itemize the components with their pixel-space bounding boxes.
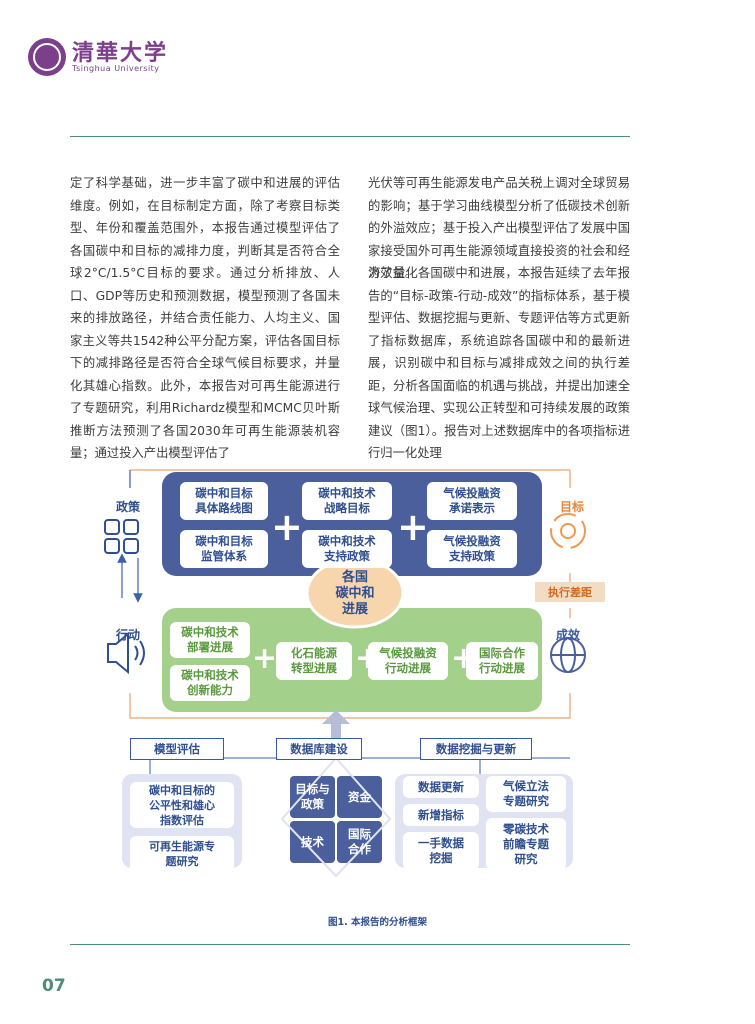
action-speaker-icon: [107, 631, 145, 675]
pill-model: 模型评估: [130, 738, 224, 760]
plus-icon: +: [252, 641, 278, 676]
action-card: 国际合作 行动进展: [466, 642, 538, 680]
policy-card: 碳中和目标 具体路线图: [180, 482, 268, 520]
target-recycle-icon: [550, 513, 586, 549]
policy-card: 气候投融资 支持政策: [427, 530, 517, 568]
db-card: 国际 合作: [348, 827, 371, 856]
effect-globe-icon: [550, 637, 586, 673]
label-action: 行动: [116, 628, 141, 642]
page-number: 07: [42, 976, 66, 996]
label-effect: 成效: [556, 628, 581, 642]
action-block: [162, 608, 542, 712]
text-column-left: 定了科学基础，进一步丰富了碳中和进展的评估维度。例如，在目标制定方面，除了考察目…: [70, 176, 340, 460]
policy-card: 碳中和目标 监管体系: [180, 530, 268, 568]
figure-caption: 图1. 本报告的分析框架: [327, 917, 428, 928]
policy-card: 气候投融资 承诺表示: [427, 482, 517, 520]
mining-card: 零碳技术 前瞻专题 研究: [486, 818, 566, 870]
text-column-right-p1: 光伏等可再生能源发电产品关税上调对全球贸易的影响；基于学习曲线模型分析了低碳技术…: [368, 176, 630, 280]
mining-card: 新增指标: [403, 804, 479, 826]
model-card: 碳中和目标的 公平性和雄心 指数评估: [130, 782, 234, 828]
text-column-right-p2: 为了量化各国碳中和进展，本报告延续了去年报告的“目标-政策-行动-成效”的指标体…: [368, 266, 630, 460]
policy-card: 碳中和技术 战略目标: [302, 482, 392, 520]
mining-card: 一手数据 挖掘: [403, 832, 479, 870]
policy-card: 碳中和技术 支持政策: [302, 530, 392, 568]
mining-card: 数据更新: [403, 776, 479, 798]
db-card: 目标与 政策: [295, 782, 330, 811]
logo-chinese: 清華大学: [72, 39, 169, 66]
plus-icon: +: [271, 505, 303, 549]
logo-english: Tsinghua University: [72, 63, 160, 73]
mining-card: 气候立法 专题研究: [486, 776, 566, 812]
policy-grid-icon: [104, 519, 139, 554]
db-card: 资金: [348, 789, 371, 804]
action-card: 气候投融资 行动进展: [368, 642, 448, 680]
action-card: 碳中和技术 部署进展: [170, 622, 250, 658]
label-policy: 政策: [116, 500, 141, 514]
bottom-divider: [70, 944, 630, 945]
gap-badge: 执行差距: [535, 582, 605, 602]
tsinghua-logo: 清華大学 Tsinghua University: [28, 38, 168, 76]
model-card: 可再生能源专 题研究: [130, 836, 234, 872]
top-divider: [70, 136, 630, 137]
center-label: 各国 碳中和 进展: [335, 570, 375, 617]
action-card: 化石能源 转型进展: [276, 642, 352, 680]
pill-mining: 数据挖掘与更新: [420, 738, 532, 760]
tsinghua-seal-icon: [28, 38, 66, 76]
plus-icon: +: [397, 505, 429, 549]
pill-database: 数据库建设: [276, 738, 362, 760]
db-card: 技术: [301, 834, 324, 849]
label-target: 目标: [560, 500, 585, 514]
action-card: 碳中和技术 创新能力: [170, 665, 250, 701]
